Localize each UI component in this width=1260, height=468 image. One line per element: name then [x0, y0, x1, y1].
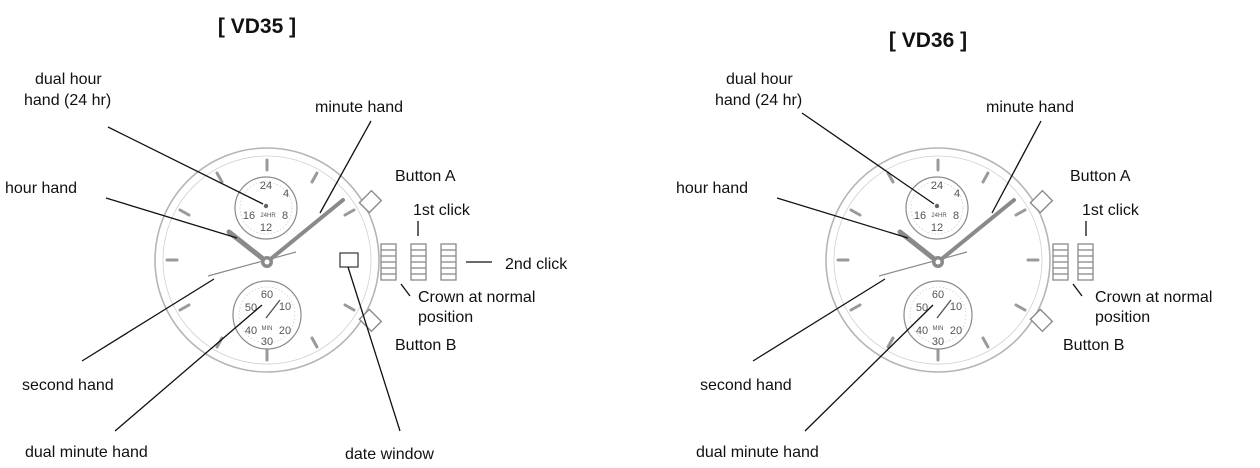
label-button-a: Button A: [395, 168, 456, 185]
crown-normal: [1052, 243, 1069, 281]
watch-bezel: [825, 147, 1051, 373]
button-b-shape: [358, 308, 383, 333]
subdial-label: 30: [932, 336, 944, 348]
subdial-label: 16: [243, 210, 255, 222]
minute-hand-shape: [936, 198, 1016, 264]
diagram-title: [ VD36 ]: [889, 29, 967, 52]
subdial-label: 20: [279, 325, 291, 337]
label-minute-hand: minute hand: [315, 99, 403, 116]
subdial-label: 4: [954, 188, 960, 200]
leader-lines: [81, 120, 492, 432]
watch-dial: [833, 155, 1043, 365]
label-dual-hour-hand: dual hour: [35, 71, 102, 88]
label-first-click: 1st click: [413, 202, 471, 219]
crown-normal: [380, 243, 397, 281]
label-button-a: Button A: [1070, 168, 1131, 185]
subdial-label: 24: [931, 180, 943, 192]
hour-markers: [836, 158, 1040, 362]
label-second-hand: second hand: [700, 377, 792, 394]
second-hand-shape: [207, 251, 297, 277]
subdial-24-hour: 24 4 8 12 16 24HR: [234, 176, 298, 240]
label-dual-minute-hand: dual minute hand: [25, 444, 148, 461]
subdial-label: 30: [261, 336, 273, 348]
button-b-shape: [1029, 308, 1054, 333]
subdial-label: 50: [916, 302, 928, 314]
subdial-label: 50: [245, 302, 257, 314]
subdial-label: 20: [950, 325, 962, 337]
label-crown: position: [418, 309, 473, 326]
second-hand-shape: [878, 251, 968, 277]
label-date-window: date window: [345, 446, 434, 463]
hour-markers: [165, 158, 356, 362]
button-a-shape: [358, 189, 383, 214]
diagram-vd36: [ VD36 ] 24 4 8 12 16 24HR: [676, 29, 1212, 461]
subdial-minute: 60 10 20 30 50 40 MIN: [232, 280, 302, 350]
subdial-caption: MIN: [262, 326, 273, 332]
subdial-caption: 24HR: [931, 213, 947, 219]
subdial-minute: 60 10 20 30 50 40 MIN: [903, 280, 973, 350]
subdial-label: 24: [260, 180, 272, 192]
label-dual-hour-hand: dual hour: [726, 71, 793, 88]
subdial-label: 12: [260, 222, 272, 234]
subdial-label: 4: [283, 188, 289, 200]
subdial-label: 16: [914, 210, 926, 222]
subdial-caption: MIN: [933, 326, 944, 332]
crown-first-click: [1077, 243, 1094, 281]
subdial-label: 40: [916, 325, 928, 337]
label-hour-hand: hour hand: [5, 180, 77, 197]
subdial-label: 40: [245, 325, 257, 337]
leader-lines: [752, 112, 1087, 432]
watch-dial: [162, 155, 372, 365]
subdial-label: 12: [931, 222, 943, 234]
subdial-24-hour: 24 4 8 12 16 24HR: [905, 176, 969, 240]
label-second-click: 2nd click: [505, 256, 568, 273]
subdial-label: 60: [261, 289, 273, 301]
label-second-hand: second hand: [22, 377, 114, 394]
crown-second-click: [440, 243, 457, 281]
date-window-shape: [339, 252, 359, 268]
label-dual-minute-hand: dual minute hand: [696, 444, 819, 461]
label-crown: Crown at normal: [418, 289, 535, 306]
subdial-label: 8: [282, 210, 288, 222]
label-button-b: Button B: [1063, 337, 1124, 354]
subdial-caption: 24HR: [260, 213, 276, 219]
label-dual-hour-hand: hand (24 hr): [715, 92, 802, 109]
subdial-label: 10: [279, 301, 291, 313]
label-crown: Crown at normal: [1095, 289, 1212, 306]
label-minute-hand: minute hand: [986, 99, 1074, 116]
button-a-shape: [1029, 189, 1054, 214]
label-button-b: Button B: [395, 337, 456, 354]
watch-bezel: [154, 147, 380, 373]
subdial-label: 60: [932, 289, 944, 301]
diagram-vd35: [ VD35 ] 24 4 8 12 16 24HR: [5, 15, 568, 463]
label-first-click: 1st click: [1082, 202, 1140, 219]
label-hour-hand: hour hand: [676, 180, 748, 197]
subdial-label: 10: [950, 301, 962, 313]
crown-first-click: [410, 243, 427, 281]
label-dual-hour-hand: hand (24 hr): [24, 92, 111, 109]
label-crown: position: [1095, 309, 1150, 326]
diagram-title: [ VD35 ]: [218, 15, 296, 38]
minute-hand-shape: [265, 198, 345, 264]
subdial-label: 8: [953, 210, 959, 222]
